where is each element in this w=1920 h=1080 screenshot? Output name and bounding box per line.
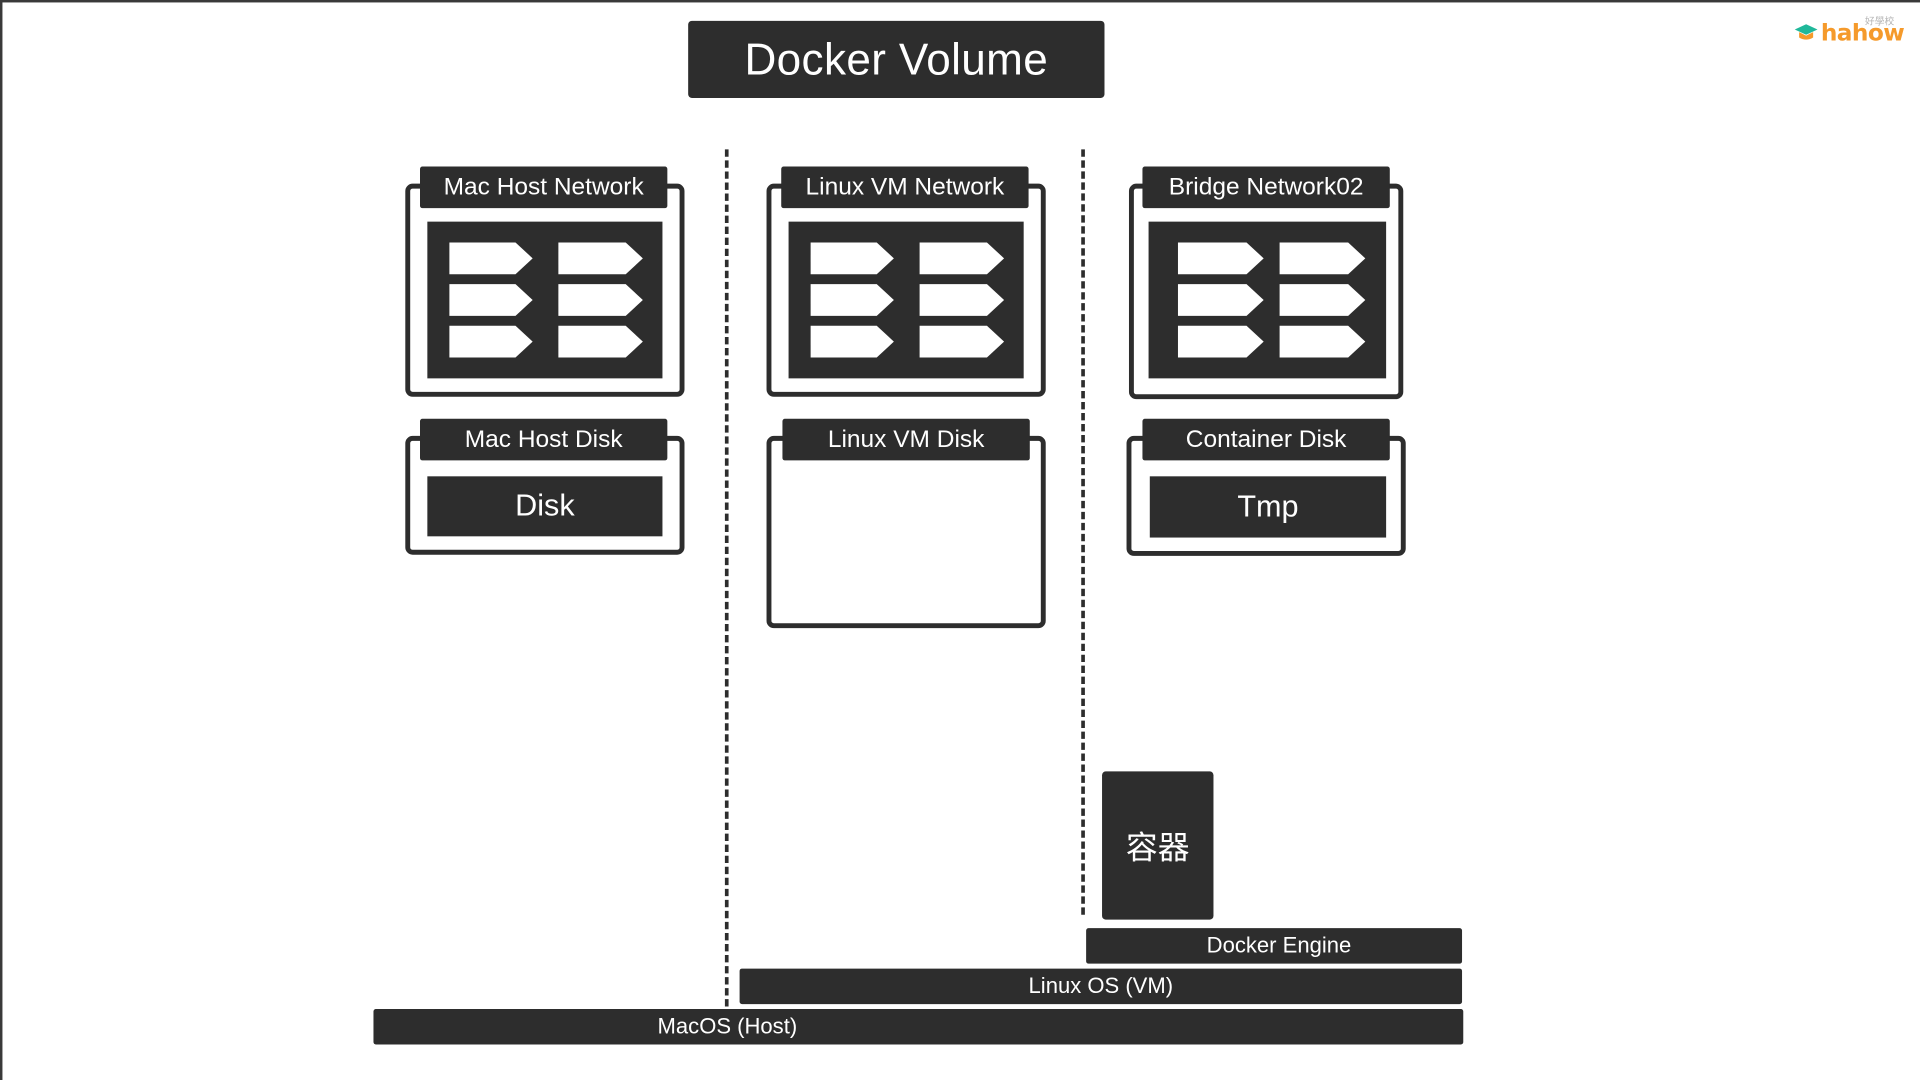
network-grid (1148, 221, 1387, 379)
network-grid (788, 221, 1024, 379)
slide-title: Docker Volume (688, 20, 1105, 98)
network-panel-bridge (1128, 183, 1404, 400)
divider-vm-container (1081, 149, 1085, 915)
logo-subtext: 好學校 (1864, 15, 1895, 27)
brand-logo: hahow (1794, 17, 1905, 49)
network-ports-icon (810, 242, 1005, 358)
linux-os-label: Linux OS (VM) (1028, 973, 1174, 998)
slide-border-top (0, 0, 1920, 3)
network-panel-mac-host (405, 183, 685, 397)
container-block: 容器 (1102, 771, 1214, 920)
logo-text: hahow (1820, 19, 1905, 47)
network-grid (427, 221, 663, 379)
network-ports-icon (1177, 242, 1366, 358)
disk-label-linux-vm: Linux VM Disk (782, 418, 1030, 461)
docker-engine-label: Docker Engine (1206, 933, 1352, 958)
network-panel-linux-vm (766, 183, 1046, 397)
network-label-bridge: Bridge Network02 (1142, 166, 1390, 209)
tmp-block: Tmp (1149, 476, 1387, 538)
disk-label-container: Container Disk (1142, 418, 1390, 461)
network-ports-icon (449, 242, 643, 358)
disk-block: Disk (427, 476, 663, 537)
divider-host-vm (724, 149, 729, 1007)
slide-border-left (0, 0, 3, 1080)
disk-panel-linux-vm (766, 435, 1046, 629)
network-label-linux-vm: Linux VM Network (781, 166, 1029, 209)
graduation-cap-icon (1794, 24, 1818, 40)
macos-layer: MacOS (Host) (373, 1008, 1464, 1045)
macos-label: MacOS (Host) (657, 1013, 798, 1039)
disk-label-mac-host: Mac Host Disk (420, 418, 668, 461)
network-label-mac-host: Mac Host Network (420, 166, 668, 209)
docker-engine-layer: Docker Engine (1086, 928, 1463, 964)
linux-os-layer: Linux OS (VM) (739, 968, 1463, 1005)
